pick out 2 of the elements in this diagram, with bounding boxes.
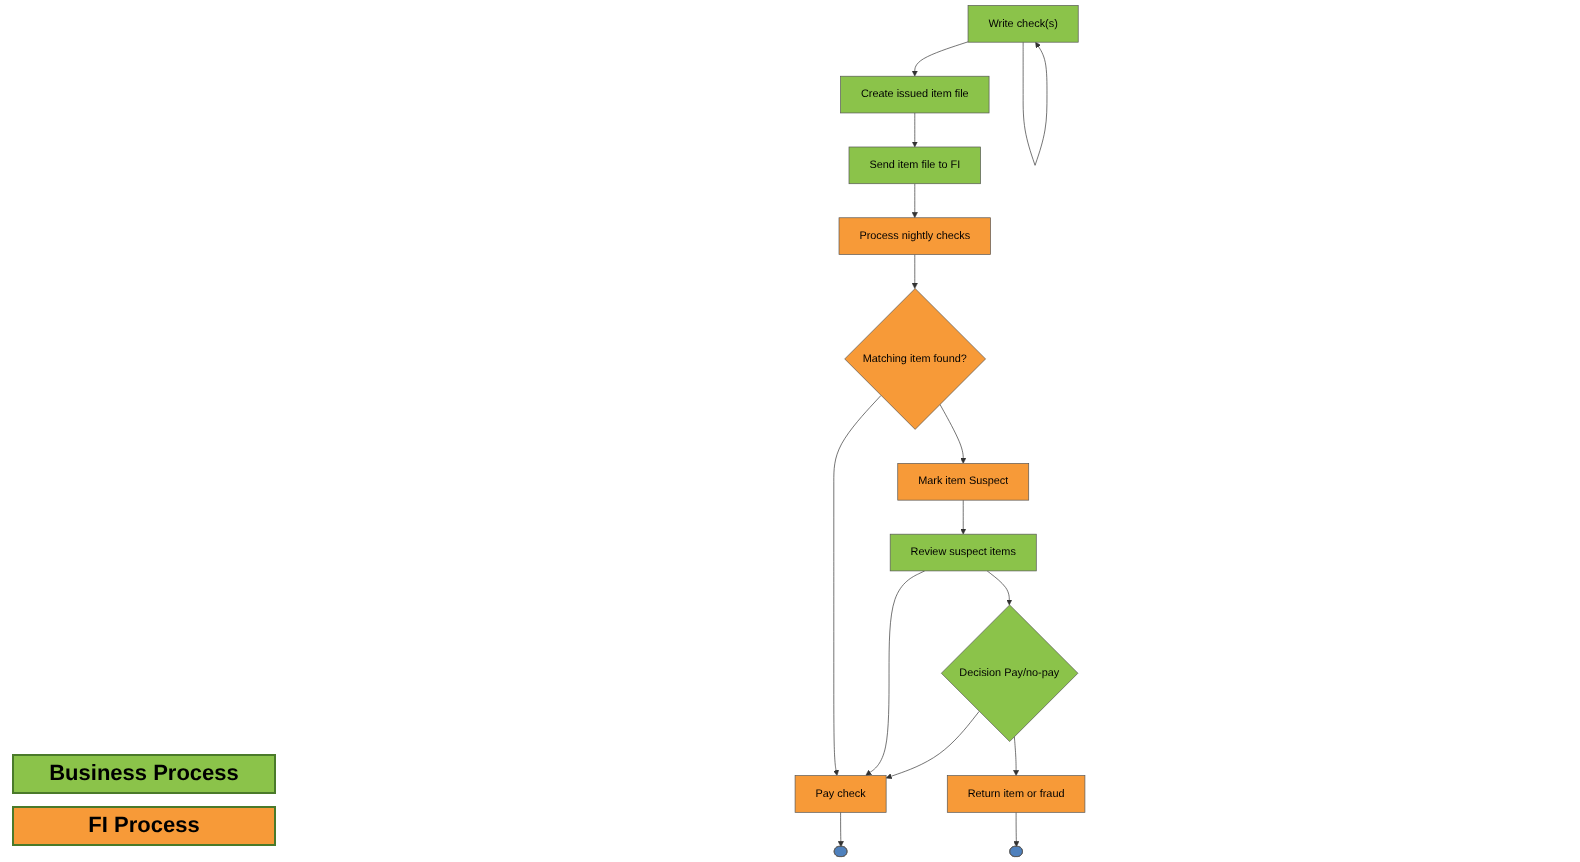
legend-swatch: FI Process (12, 806, 276, 846)
legend-swatch: Business Process (12, 754, 276, 794)
